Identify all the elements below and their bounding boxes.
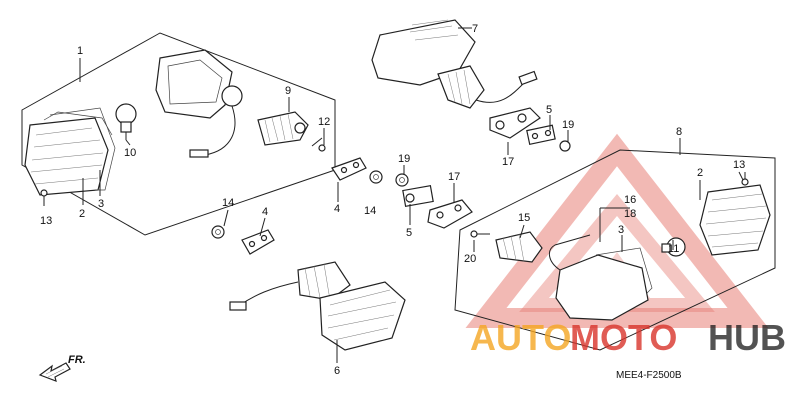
callout-12: 12 xyxy=(318,116,330,128)
callout-8: 8 xyxy=(676,126,682,138)
rear-bracket-part xyxy=(489,107,571,152)
right-lens-part xyxy=(699,184,771,256)
left-gasket-part xyxy=(49,107,116,191)
lower-nut-part xyxy=(211,225,225,239)
callout-14-center: 14 xyxy=(364,205,376,217)
right-assembly-frame xyxy=(454,149,776,351)
callout-18: 18 xyxy=(624,208,636,220)
right-screw-part xyxy=(741,172,749,186)
direction-label: FR. xyxy=(68,354,86,366)
center-stay-plate-part xyxy=(331,157,367,181)
leader-lines xyxy=(79,27,744,363)
callout-labels: 1 2 3 13 10 9 12 7 5 19 17 4 14 19 17 5 … xyxy=(40,23,745,377)
callout-19-center: 19 xyxy=(398,153,410,165)
callout-3: 3 xyxy=(98,198,104,210)
callout-7: 7 xyxy=(472,23,478,35)
left-bulb-part xyxy=(115,103,137,140)
watermark-moto: MOTO xyxy=(570,317,677,358)
callout-9: 9 xyxy=(285,85,291,97)
callout-14-lower: 14 xyxy=(222,197,234,209)
callout-13: 13 xyxy=(40,215,52,227)
callout-11: 11 xyxy=(668,243,679,255)
callout-2: 2 xyxy=(79,208,85,220)
callout-20: 20 xyxy=(464,253,476,265)
center-collar-part xyxy=(402,184,434,208)
callout-6: 6 xyxy=(334,365,340,377)
callout-1: 1 xyxy=(77,45,83,57)
left-lens-part xyxy=(24,111,113,196)
callout-2-right: 2 xyxy=(697,167,703,179)
callout-13-right: 13 xyxy=(733,159,745,171)
watermark-text: AUTO MOTO HUB xyxy=(470,317,786,358)
right-socket-rubber-part xyxy=(495,231,543,263)
rear-unit-part xyxy=(371,19,538,109)
left-housing-part xyxy=(155,49,243,158)
callout-10: 10 xyxy=(124,147,136,159)
callout-5-rear: 5 xyxy=(546,104,552,116)
watermark-hub: HUB xyxy=(708,317,786,358)
right-bulb-part xyxy=(661,237,686,257)
left-socket-rubber-part xyxy=(257,111,309,146)
center-grommet-part xyxy=(427,199,473,229)
callout-4-lower: 4 xyxy=(262,206,268,218)
front-direction-indicator: FR. xyxy=(38,354,86,382)
left-screw-part xyxy=(40,189,48,206)
lower-stay-plate-part xyxy=(241,229,275,255)
callout-4-center: 4 xyxy=(334,203,340,215)
center-nut-part-a xyxy=(369,170,383,184)
callout-3-right: 3 xyxy=(618,224,624,236)
arrow-icon xyxy=(38,362,71,382)
callout-15: 15 xyxy=(518,212,530,224)
center-nut-part-b xyxy=(395,173,409,187)
callout-17-center: 17 xyxy=(448,171,460,183)
callout-17-rear: 17 xyxy=(502,156,514,168)
right-mount-screw-part xyxy=(470,230,490,238)
callout-19-rear: 19 xyxy=(562,119,574,131)
diagram-code: MEE4-F2500B xyxy=(616,370,682,381)
lower-unit-part xyxy=(229,261,406,351)
callout-16: 16 xyxy=(624,194,636,206)
watermark-auto: AUTO xyxy=(470,317,571,358)
right-housing-part xyxy=(548,234,649,321)
left-mount-screw-part xyxy=(311,137,326,152)
callout-5-center: 5 xyxy=(406,227,412,239)
